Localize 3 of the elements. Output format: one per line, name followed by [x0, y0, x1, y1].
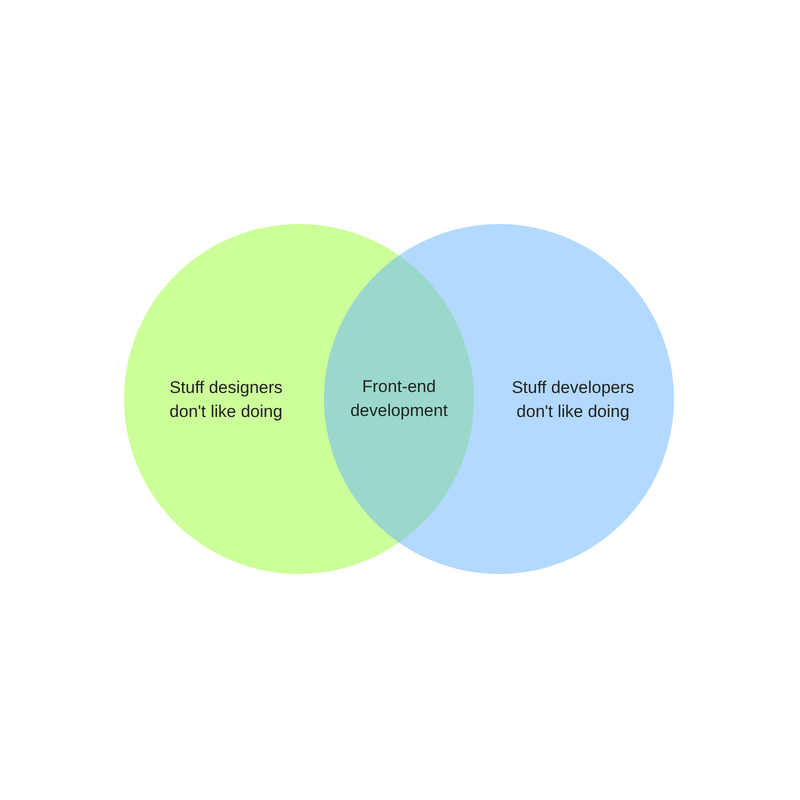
region-label: Stuff designers don't like doing: [168, 377, 284, 423]
region-label: Front-end development: [349, 376, 449, 422]
region-label: Stuff developers don't like doing: [510, 377, 636, 423]
